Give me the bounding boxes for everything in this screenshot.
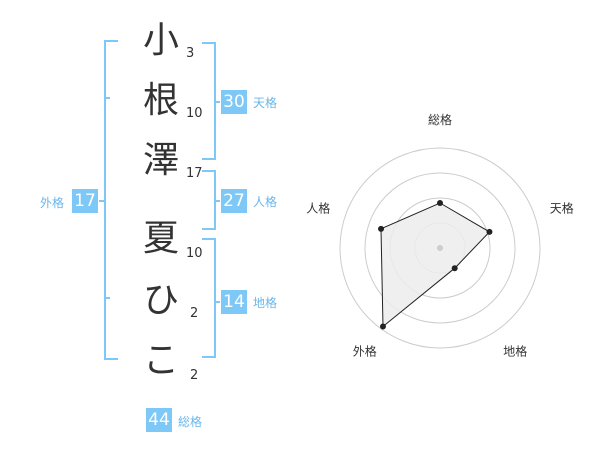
stroke-count-4: 10: [186, 246, 203, 261]
stroke-count-2: 10: [186, 106, 203, 121]
stroke-count-1: 3: [186, 46, 195, 61]
char-2: 根: [142, 80, 179, 121]
stroke-count-6: 2: [190, 368, 199, 383]
tenkaku-score: 30: [221, 90, 247, 114]
char-4: 夏: [142, 218, 179, 259]
gaikaku-score: 17: [72, 189, 98, 213]
radar-axis-label: 地格: [503, 344, 527, 359]
radar-point: [437, 200, 443, 206]
radar-axis-label: 総格: [428, 112, 452, 127]
radar-center-dot: [437, 245, 443, 251]
radar-point: [451, 265, 458, 272]
jinkaku-label: 人格: [253, 195, 278, 209]
chikaku-score: 14: [221, 290, 247, 314]
tenkaku-label: 天格: [253, 96, 278, 110]
soukaku-label: 総格: [178, 415, 203, 429]
soukaku-score: 44: [146, 408, 172, 432]
stroke-count-3: 17: [186, 166, 203, 181]
radar-polygon: [380, 202, 491, 328]
char-1: 小: [142, 20, 179, 61]
gaikaku-label: 外格: [40, 196, 65, 210]
radar-axis-label: 人格: [306, 200, 330, 215]
radar-axis-label: 天格: [550, 200, 574, 215]
stroke-count-5: 2: [190, 306, 199, 321]
radar-point: [486, 228, 493, 235]
radar-ring: [364, 172, 516, 324]
jinkaku-score: 27: [221, 189, 247, 213]
char-6: こ: [142, 340, 179, 381]
char-5: ひ: [142, 280, 179, 321]
chikaku-label: 地格: [253, 296, 278, 310]
radar-ring: [339, 147, 541, 349]
char-3: 澤: [142, 140, 179, 181]
radar-point: [378, 225, 385, 232]
radar-point: [379, 323, 386, 330]
radar-axis-label: 外格: [353, 344, 377, 359]
